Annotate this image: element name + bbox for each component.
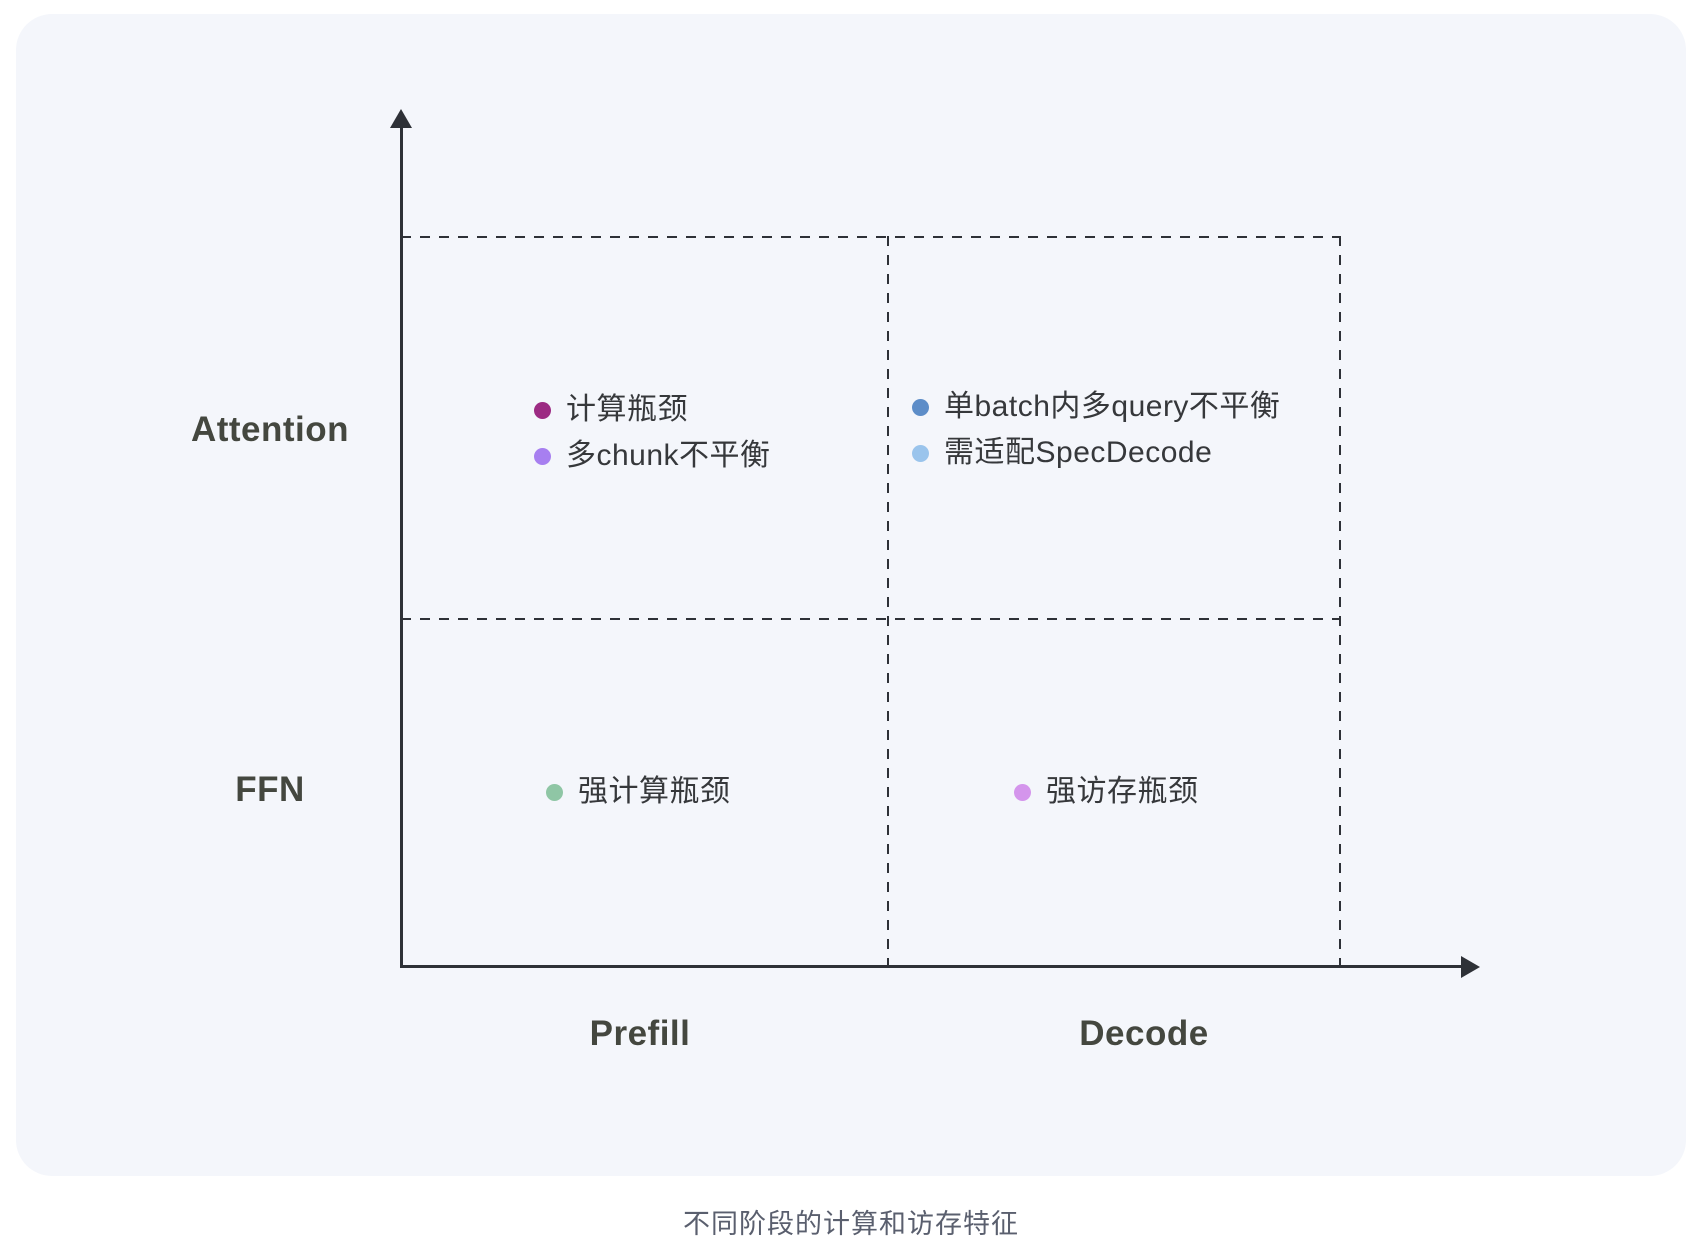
quadrant-attention-prefill: 计算瓶颈 多chunk不平衡 — [534, 392, 771, 474]
figure-caption: 不同阶段的计算和访存特征 — [683, 1209, 1019, 1239]
list-item: 计算瓶颈 — [534, 392, 771, 428]
bullet-label: 需适配SpecDecode — [944, 436, 1213, 469]
dashed-line-middle-vertical — [887, 236, 889, 967]
bullet-label: 单batch内多query不平衡 — [944, 390, 1281, 423]
bullet-label: 强访存瓶颈 — [1046, 775, 1199, 808]
x-axis-line — [400, 965, 1464, 968]
dashed-line-middle-horizontal — [401, 618, 1341, 620]
dashed-line-top — [401, 236, 1341, 238]
bullet-dot-icon — [1014, 783, 1031, 801]
list-item: 多chunk不平衡 — [534, 438, 771, 474]
list-item: 强访存瓶颈 — [1014, 774, 1199, 810]
bullet-label: 强计算瓶颈 — [578, 775, 731, 808]
y-axis-label-attention: Attention — [190, 410, 350, 449]
x-axis-label-prefill: Prefill — [589, 1014, 691, 1053]
x-axis-arrow-icon — [1461, 956, 1480, 978]
quadrant-ffn-prefill: 强计算瓶颈 — [546, 774, 731, 810]
bullet-label: 计算瓶颈 — [566, 393, 688, 426]
list-item: 单batch内多query不平衡 — [912, 389, 1280, 425]
quadrant-attention-decode: 单batch内多query不平衡 需适配SpecDecode — [912, 389, 1280, 471]
list-item: 需适配SpecDecode — [912, 435, 1280, 471]
bullet-label: 多chunk不平衡 — [566, 439, 771, 472]
y-axis-line — [400, 126, 403, 967]
x-axis-label-decode: Decode — [1079, 1014, 1209, 1053]
bullet-dot-icon — [912, 398, 929, 416]
bullet-dot-icon — [534, 401, 551, 419]
dashed-line-right — [1339, 236, 1341, 967]
bullet-dot-icon — [546, 783, 563, 801]
diagram-panel — [16, 14, 1686, 1176]
list-item: 强计算瓶颈 — [546, 774, 731, 810]
y-axis-label-ffn: FFN — [235, 770, 305, 809]
y-axis-arrow-icon — [390, 109, 412, 128]
quadrant-ffn-decode: 强访存瓶颈 — [1014, 774, 1199, 810]
bullet-dot-icon — [912, 444, 929, 462]
bullet-dot-icon — [534, 447, 551, 465]
